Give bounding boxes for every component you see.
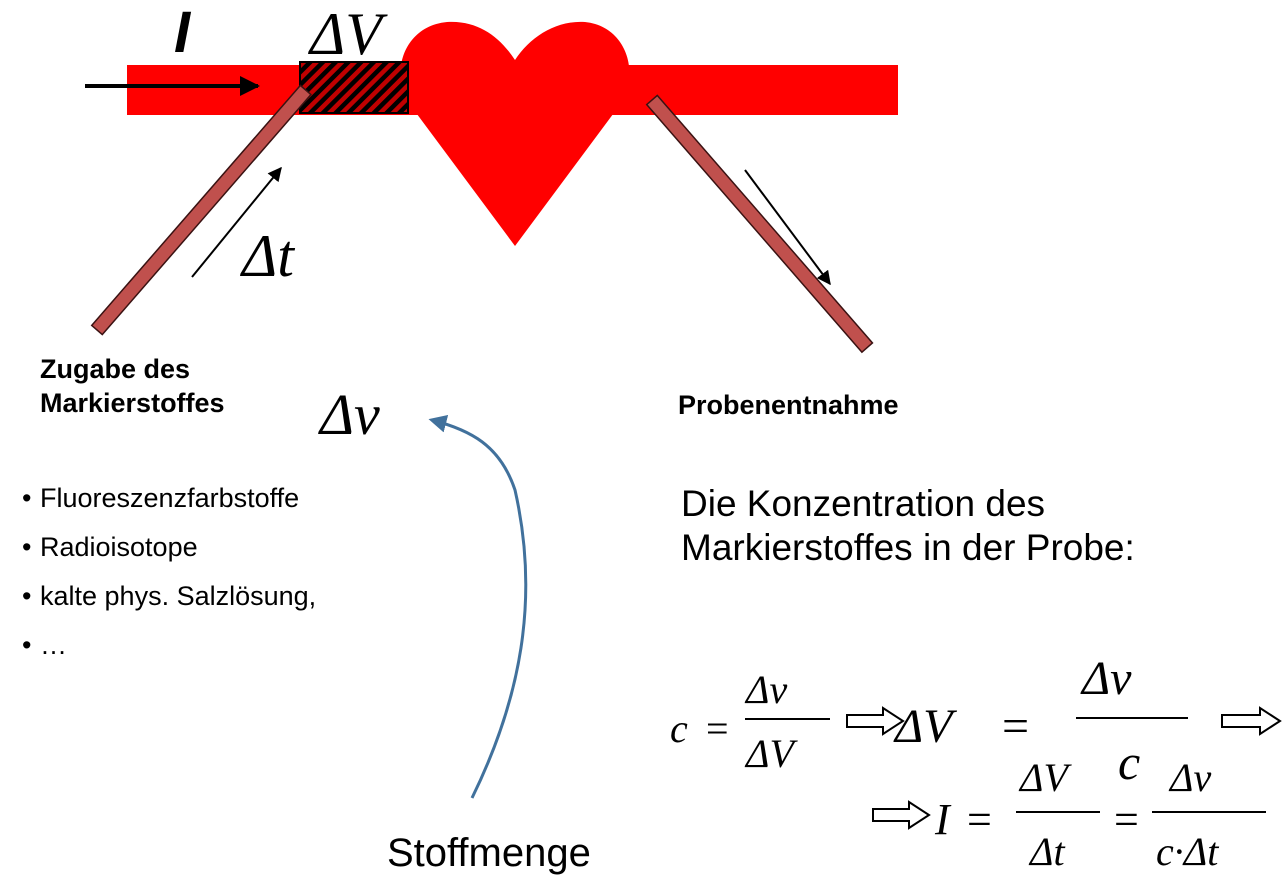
time-arrow (191, 166, 282, 278)
eq2-lhs: ΔV (895, 700, 953, 753)
eq3-equals-2: = (1114, 795, 1139, 844)
eq3-equals-1: = (967, 795, 992, 844)
eq1-lhs: c (670, 706, 688, 751)
marker-addition-label: Zugabe des Markierstoffes (40, 352, 225, 420)
eq2-numerator: Δν (1082, 652, 1132, 705)
sampling-label: Probenentnahme (678, 390, 899, 420)
concentration-text: Die Konzentration des Markierstoffes in … (681, 483, 1135, 568)
injection-catheter (90, 84, 312, 336)
eq3-numerator-2: Δν (1170, 755, 1212, 800)
time-label: Δt (242, 223, 294, 289)
eq3-numerator-1: ΔV (1020, 755, 1068, 800)
heart-icon (400, 21, 630, 247)
implies-arrow-1 (846, 706, 905, 736)
eq3-denominator-1: Δt (1030, 829, 1065, 874)
pointer-curve (428, 414, 528, 799)
eq2-denominator: c (1118, 734, 1141, 790)
current-label: I (174, 0, 191, 65)
implies-arrow-2 (1221, 706, 1282, 736)
sampling-catheter (645, 94, 874, 354)
eq1-equals: = (706, 706, 729, 751)
substance-amount-label: Stoffmenge (387, 831, 591, 875)
marker-addition-line-1: Zugabe des (40, 354, 191, 384)
volume-label: ΔV (310, 1, 382, 67)
eq1-numerator: Δν (746, 667, 788, 712)
eq3-lhs: I (935, 795, 950, 844)
implies-arrow-3 (872, 800, 931, 830)
list-item: kalte phys. Salzlösung, (22, 578, 316, 627)
list-item: Fluoreszenzfarbstoffe (22, 480, 316, 529)
marker-symbol: Δν (320, 382, 380, 447)
eq1-denominator: ΔV (746, 731, 794, 776)
marker-addition-line-2: Markierstoffes (40, 388, 225, 418)
eq2-equals: = (1002, 700, 1030, 753)
eq3-denominator-2: c·Δt (1156, 829, 1219, 874)
flow-arrow (744, 169, 831, 286)
list-item: … (22, 627, 316, 676)
volume-segment (299, 61, 409, 114)
list-item: Radioisotope (22, 529, 316, 578)
marker-example-list: Fluoreszenzfarbstoffe Radioisotope kalte… (22, 480, 316, 676)
